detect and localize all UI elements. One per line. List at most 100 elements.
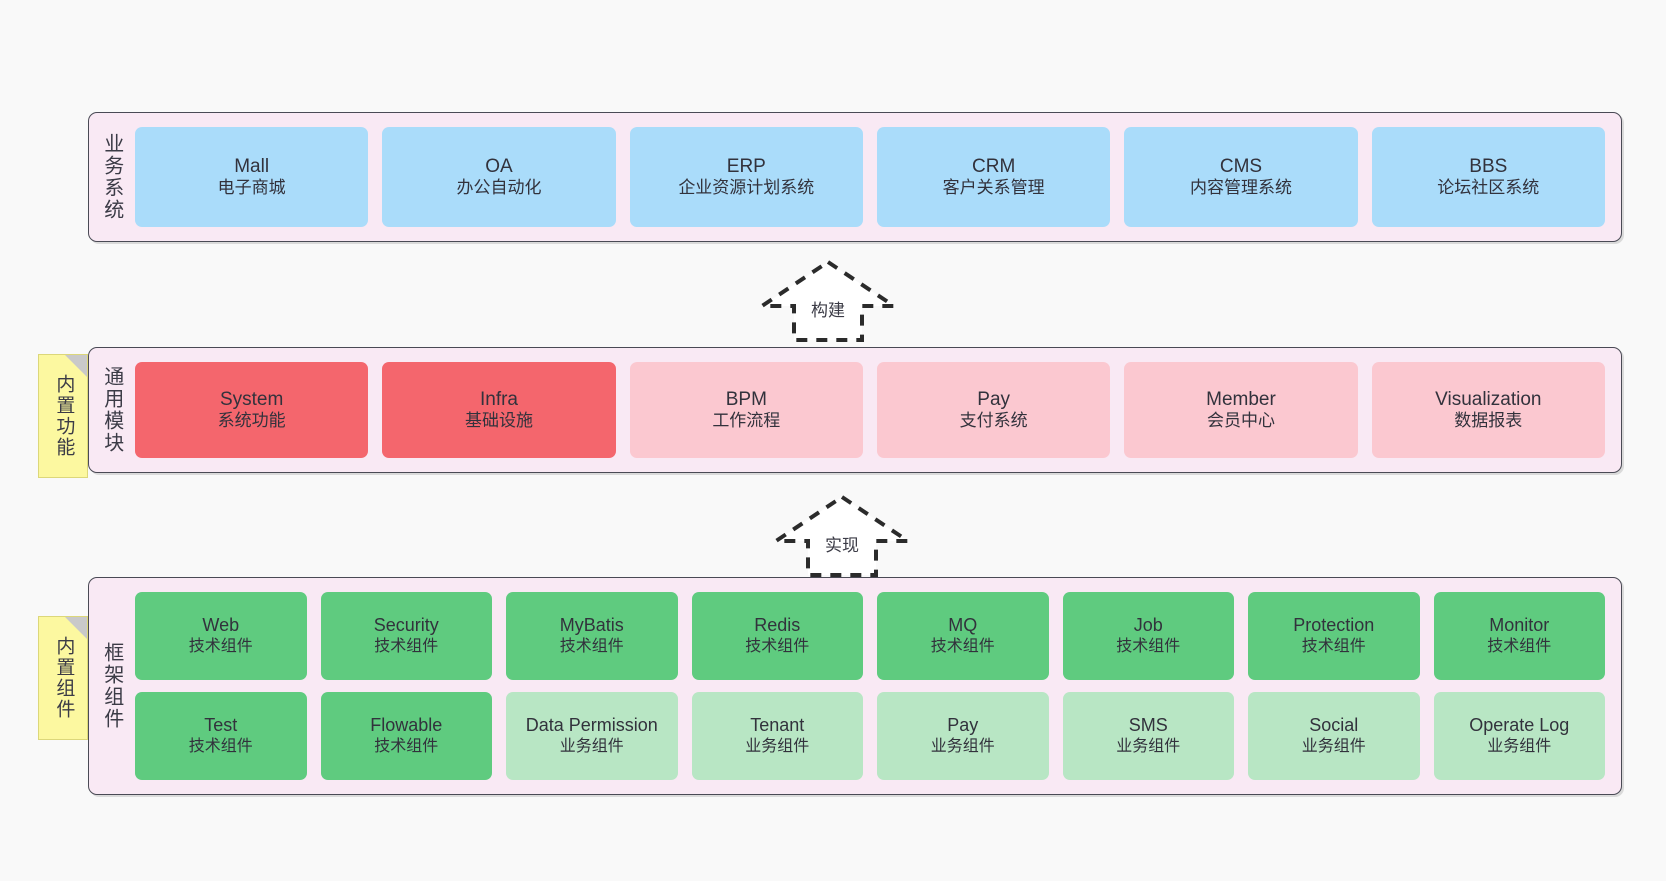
note-builtin-features-label: 内置功能 bbox=[53, 374, 75, 458]
node-erp-en: ERP bbox=[726, 156, 766, 178]
node-system-cn: 系统功能 bbox=[217, 411, 286, 431]
node-protection[interactable]: Protection 技术组件 bbox=[1248, 592, 1420, 680]
node-job-en: Job bbox=[1133, 615, 1163, 636]
node-infra[interactable]: Infra 基础设施 bbox=[382, 362, 616, 458]
node-mall[interactable]: Mall 电子商城 bbox=[135, 127, 369, 227]
node-erp[interactable]: ERP 企业资源计划系统 bbox=[629, 127, 863, 227]
node-bpm-cn: 工作流程 bbox=[712, 411, 781, 431]
framework-row-tech: Web 技术组件 Security 技术组件 MyBatis 技术组件 Redi… bbox=[135, 592, 1605, 680]
layer-framework-components: 框架组件 Web 技术组件 Security 技术组件 MyBatis 技术组件… bbox=[88, 577, 1622, 795]
node-job[interactable]: Job 技术组件 bbox=[1062, 592, 1234, 680]
arrow-implement: 实现 bbox=[769, 493, 915, 579]
node-test-cn: 技术组件 bbox=[188, 738, 253, 756]
node-monitor-en: Monitor bbox=[1489, 615, 1550, 636]
node-operate-log-cn: 业务组件 bbox=[1487, 738, 1552, 756]
node-tenant[interactable]: Tenant 业务组件 bbox=[691, 692, 863, 780]
node-mybatis-en: MyBatis bbox=[559, 615, 624, 636]
node-mall-en: Mall bbox=[234, 156, 270, 178]
arrow-build: 构建 bbox=[755, 258, 901, 344]
node-operate-log[interactable]: Operate Log 业务组件 bbox=[1433, 692, 1605, 780]
node-oa[interactable]: OA 办公自动化 bbox=[382, 127, 616, 227]
node-pay-module-en: Pay bbox=[977, 389, 1011, 411]
node-security-en: Security bbox=[373, 615, 439, 636]
framework-row-business: Test 技术组件 Flowable 技术组件 Data Permission … bbox=[135, 692, 1605, 780]
arrow-build-shape bbox=[755, 259, 901, 342]
node-bpm-en: BPM bbox=[725, 389, 767, 411]
node-job-cn: 技术组件 bbox=[1116, 638, 1181, 656]
node-crm-en: CRM bbox=[972, 156, 1016, 178]
node-member-en: Member bbox=[1206, 389, 1276, 411]
node-data-permission[interactable]: Data Permission 业务组件 bbox=[506, 692, 678, 780]
note-builtin-components-label: 内置组件 bbox=[53, 636, 75, 720]
node-flowable-cn: 技术组件 bbox=[374, 738, 439, 756]
node-pay-module-cn: 支付系统 bbox=[959, 411, 1028, 431]
node-operate-log-en: Operate Log bbox=[1469, 715, 1570, 736]
node-tenant-cn: 业务组件 bbox=[745, 738, 810, 756]
node-web[interactable]: Web 技术组件 bbox=[135, 592, 307, 680]
node-member[interactable]: Member 会员中心 bbox=[1124, 362, 1358, 458]
node-security[interactable]: Security 技术组件 bbox=[320, 592, 492, 680]
node-mq-cn: 技术组件 bbox=[930, 638, 995, 656]
node-crm-cn: 客户关系管理 bbox=[942, 178, 1045, 198]
node-crm[interactable]: CRM 客户关系管理 bbox=[876, 127, 1111, 227]
node-system[interactable]: System 系统功能 bbox=[135, 362, 369, 458]
node-social[interactable]: Social 业务组件 bbox=[1248, 692, 1420, 780]
node-erp-cn: 企业资源计划系统 bbox=[678, 178, 815, 198]
node-oa-cn: 办公自动化 bbox=[456, 178, 542, 198]
node-mq[interactable]: MQ 技术组件 bbox=[877, 592, 1049, 680]
node-visualization[interactable]: Visualization 数据报表 bbox=[1371, 362, 1605, 458]
layer-framework-title: 框架组件 bbox=[100, 642, 123, 730]
node-pay-module[interactable]: Pay 支付系统 bbox=[876, 362, 1111, 458]
note-builtin-components: 内置组件 bbox=[38, 616, 88, 740]
node-security-cn: 技术组件 bbox=[374, 638, 439, 656]
note-fold-corner-icon bbox=[65, 355, 87, 377]
node-web-en: Web bbox=[202, 615, 240, 636]
node-redis-cn: 技术组件 bbox=[745, 638, 810, 656]
node-protection-cn: 技术组件 bbox=[1301, 638, 1366, 656]
layer-modules-title: 通用模块 bbox=[100, 366, 123, 454]
node-bpm[interactable]: BPM 工作流程 bbox=[629, 362, 863, 458]
node-cms[interactable]: CMS 内容管理系统 bbox=[1124, 127, 1358, 227]
node-cms-en: CMS bbox=[1219, 156, 1263, 178]
node-bbs[interactable]: BBS 论坛社区系统 bbox=[1371, 127, 1605, 227]
node-cms-cn: 内容管理系统 bbox=[1189, 178, 1292, 198]
node-flowable-en: Flowable bbox=[370, 715, 443, 736]
node-visualization-cn: 数据报表 bbox=[1454, 411, 1523, 431]
node-infra-cn: 基础设施 bbox=[464, 411, 533, 431]
node-social-cn: 业务组件 bbox=[1301, 738, 1366, 756]
node-flowable[interactable]: Flowable 技术组件 bbox=[320, 692, 492, 780]
node-mall-cn: 电子商城 bbox=[217, 178, 286, 198]
note-builtin-features: 内置功能 bbox=[38, 354, 88, 478]
business-node-group: Mall 电子商城 OA 办公自动化 ERP 企业资源计划系统 CRM 客户关系… bbox=[133, 113, 1621, 241]
node-infra-en: Infra bbox=[479, 389, 518, 411]
node-pay-component-cn: 业务组件 bbox=[930, 738, 995, 756]
node-tenant-en: Tenant bbox=[750, 715, 805, 736]
node-data-permission-cn: 业务组件 bbox=[559, 738, 624, 756]
node-redis[interactable]: Redis 技术组件 bbox=[691, 592, 863, 680]
node-monitor-cn: 技术组件 bbox=[1487, 638, 1552, 656]
node-bbs-cn: 论坛社区系统 bbox=[1437, 178, 1540, 198]
node-social-en: Social bbox=[1309, 715, 1359, 736]
node-data-permission-en: Data Permission bbox=[525, 715, 658, 736]
node-monitor[interactable]: Monitor 技术组件 bbox=[1433, 592, 1605, 680]
arrow-implement-shape bbox=[769, 494, 915, 577]
node-mybatis[interactable]: MyBatis 技术组件 bbox=[506, 592, 678, 680]
node-mybatis-cn: 技术组件 bbox=[559, 638, 624, 656]
node-test[interactable]: Test 技术组件 bbox=[135, 692, 307, 780]
layer-common-modules: 通用模块 System 系统功能 Infra 基础设施 BPM 工作流程 Pay… bbox=[88, 347, 1622, 473]
node-sms[interactable]: SMS 业务组件 bbox=[1062, 692, 1234, 780]
node-bbs-en: BBS bbox=[1469, 156, 1508, 178]
node-mq-en: MQ bbox=[948, 615, 978, 636]
node-sms-cn: 业务组件 bbox=[1116, 738, 1181, 756]
framework-node-group: Web 技术组件 Security 技术组件 MyBatis 技术组件 Redi… bbox=[133, 578, 1621, 794]
node-web-cn: 技术组件 bbox=[188, 638, 253, 656]
node-pay-component-en: Pay bbox=[947, 715, 979, 736]
note-fold-corner-icon bbox=[65, 617, 87, 639]
node-oa-en: OA bbox=[485, 156, 513, 178]
node-member-cn: 会员中心 bbox=[1206, 411, 1275, 431]
node-system-en: System bbox=[219, 389, 284, 411]
layer-business-title: 业务系统 bbox=[100, 133, 123, 221]
node-redis-en: Redis bbox=[754, 615, 801, 636]
node-pay-component[interactable]: Pay 业务组件 bbox=[877, 692, 1049, 780]
